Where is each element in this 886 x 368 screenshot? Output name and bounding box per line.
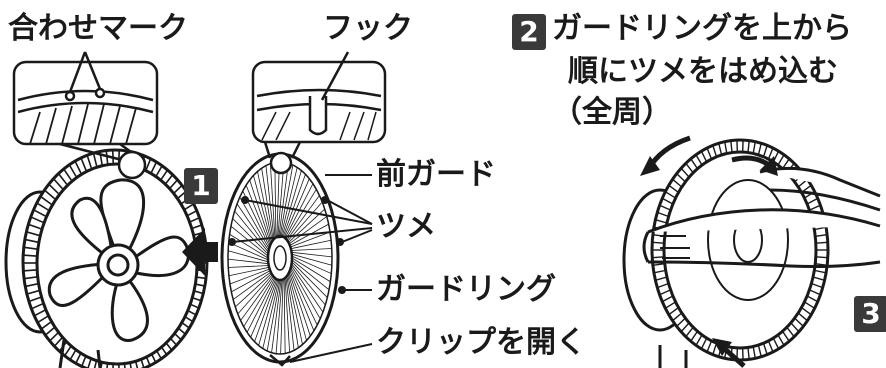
step-2-instruction-line-1: ガードリングを上から: [552, 11, 852, 46]
leader-lines: [231, 174, 373, 363]
open-clip-label: クリップを開く: [376, 325, 586, 360]
match-mark-callout: [12, 51, 159, 180]
step-2-badge: 2: [512, 14, 546, 50]
guard-ring-label: ガードリング: [376, 272, 556, 307]
hook-callout: [251, 51, 387, 175]
step-1-badge: 1: [184, 168, 218, 204]
hook-label: フック: [323, 11, 413, 46]
step-2-instruction-line-2: 順にツメをはめ込む: [568, 54, 838, 89]
fan-body-illustration: [4, 148, 209, 368]
fan-blades: [47, 178, 190, 342]
rotation-arrows: [640, 135, 778, 368]
front-guard-label: 前ガード: [376, 157, 496, 192]
fan-with-hands-illustration: [622, 138, 881, 368]
guard-grille: [227, 161, 333, 355]
step-3-badge: 3: [854, 296, 886, 332]
claws-label: ツメ: [376, 209, 436, 244]
match-mark-label: 合わせマーク: [8, 11, 188, 46]
front-guard-illustration: [220, 152, 346, 367]
insert-arrow: [182, 228, 218, 276]
step-2-instruction-line-3: （全周）: [552, 95, 672, 130]
guard-ring-ticks-right: [652, 140, 828, 360]
